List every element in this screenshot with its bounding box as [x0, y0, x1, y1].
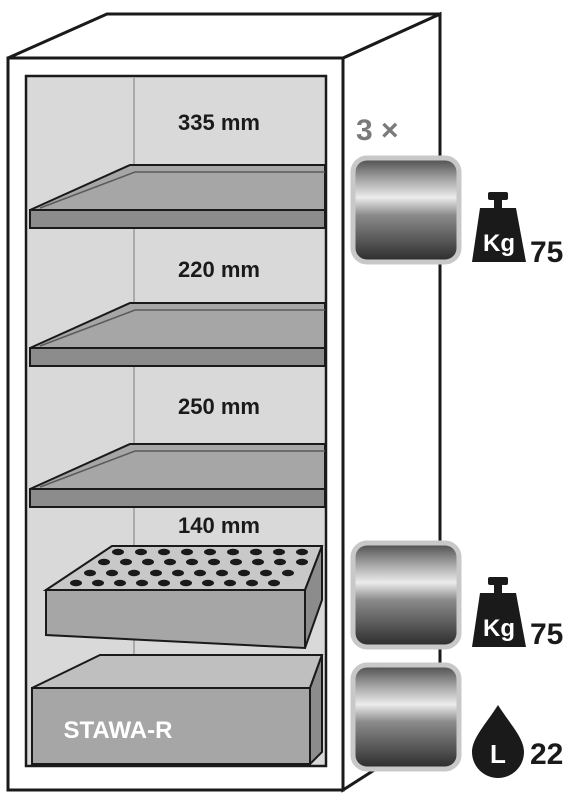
sump-cylinder-icon [350, 662, 462, 772]
weight-icon [472, 192, 526, 262]
perforation-hole [282, 569, 294, 577]
sump-tray [31, 654, 324, 767]
perforation-hole [142, 558, 154, 566]
shelf-cylinder-icon [350, 155, 462, 265]
sump-volume-value: 22 [530, 738, 563, 771]
perforation-hole [120, 558, 132, 566]
perforation-hole [216, 569, 228, 577]
shelf-2-height-label: 220 mm [178, 257, 260, 282]
shelf-1-height-label: 335 mm [178, 110, 260, 135]
perforated-insert [42, 545, 324, 650]
perforation-hole [204, 548, 216, 556]
perforation-hole [158, 579, 170, 587]
perforation-hole [296, 558, 308, 566]
perforation-hole [98, 558, 110, 566]
shelf-1 [29, 164, 326, 229]
perforation-hole [246, 579, 258, 587]
weight-icon [472, 577, 526, 647]
perforation-hole [84, 569, 96, 577]
liquid-drop-icon [472, 705, 524, 778]
perforation-hole [114, 579, 126, 587]
perforation-hole [238, 569, 250, 577]
perforation-hole [70, 579, 82, 587]
perforation-hole [296, 548, 308, 556]
perforation-hole [273, 548, 285, 556]
perforation-hole [202, 579, 214, 587]
weight-unit-label: Kg [483, 230, 515, 257]
perforation-hole [208, 558, 220, 566]
insert-load-value: 75 [530, 618, 563, 651]
insert-cylinder-icon [350, 540, 462, 650]
sump-label: STAWA-R [64, 717, 173, 744]
perforation-hole [150, 569, 162, 577]
perforation-hole [164, 558, 176, 566]
shelf-3-height-label: 250 mm [178, 394, 260, 419]
perforation-hole [106, 569, 118, 577]
perforation-hole [180, 579, 192, 587]
perforation-hole [227, 548, 239, 556]
perforation-hole [186, 558, 198, 566]
shelf-count-multiplier: 3 × [356, 114, 399, 147]
perforation-hole [92, 579, 104, 587]
volume-unit-label: L [490, 739, 506, 769]
perforation-hole [158, 548, 170, 556]
perforation-hole [135, 548, 147, 556]
shelf-2 [29, 302, 326, 367]
shelf-3 [29, 443, 326, 508]
perforation-hole [136, 579, 148, 587]
perforation-hole [252, 558, 264, 566]
weight-unit-label: Kg [483, 615, 515, 642]
shelf-4-height-label: 140 mm [178, 513, 260, 538]
perforation-hole [112, 548, 124, 556]
perforation-hole [194, 569, 206, 577]
perforation-hole [250, 548, 262, 556]
perforation-hole [268, 579, 280, 587]
insert-perforation-holes [70, 548, 308, 587]
perforation-hole [181, 548, 193, 556]
perforation-hole [274, 558, 286, 566]
perforation-hole [224, 579, 236, 587]
shelf-load-value: 75 [530, 236, 563, 269]
perforation-hole [172, 569, 184, 577]
perforation-hole [230, 558, 242, 566]
perforation-hole [260, 569, 272, 577]
perforation-hole [128, 569, 140, 577]
